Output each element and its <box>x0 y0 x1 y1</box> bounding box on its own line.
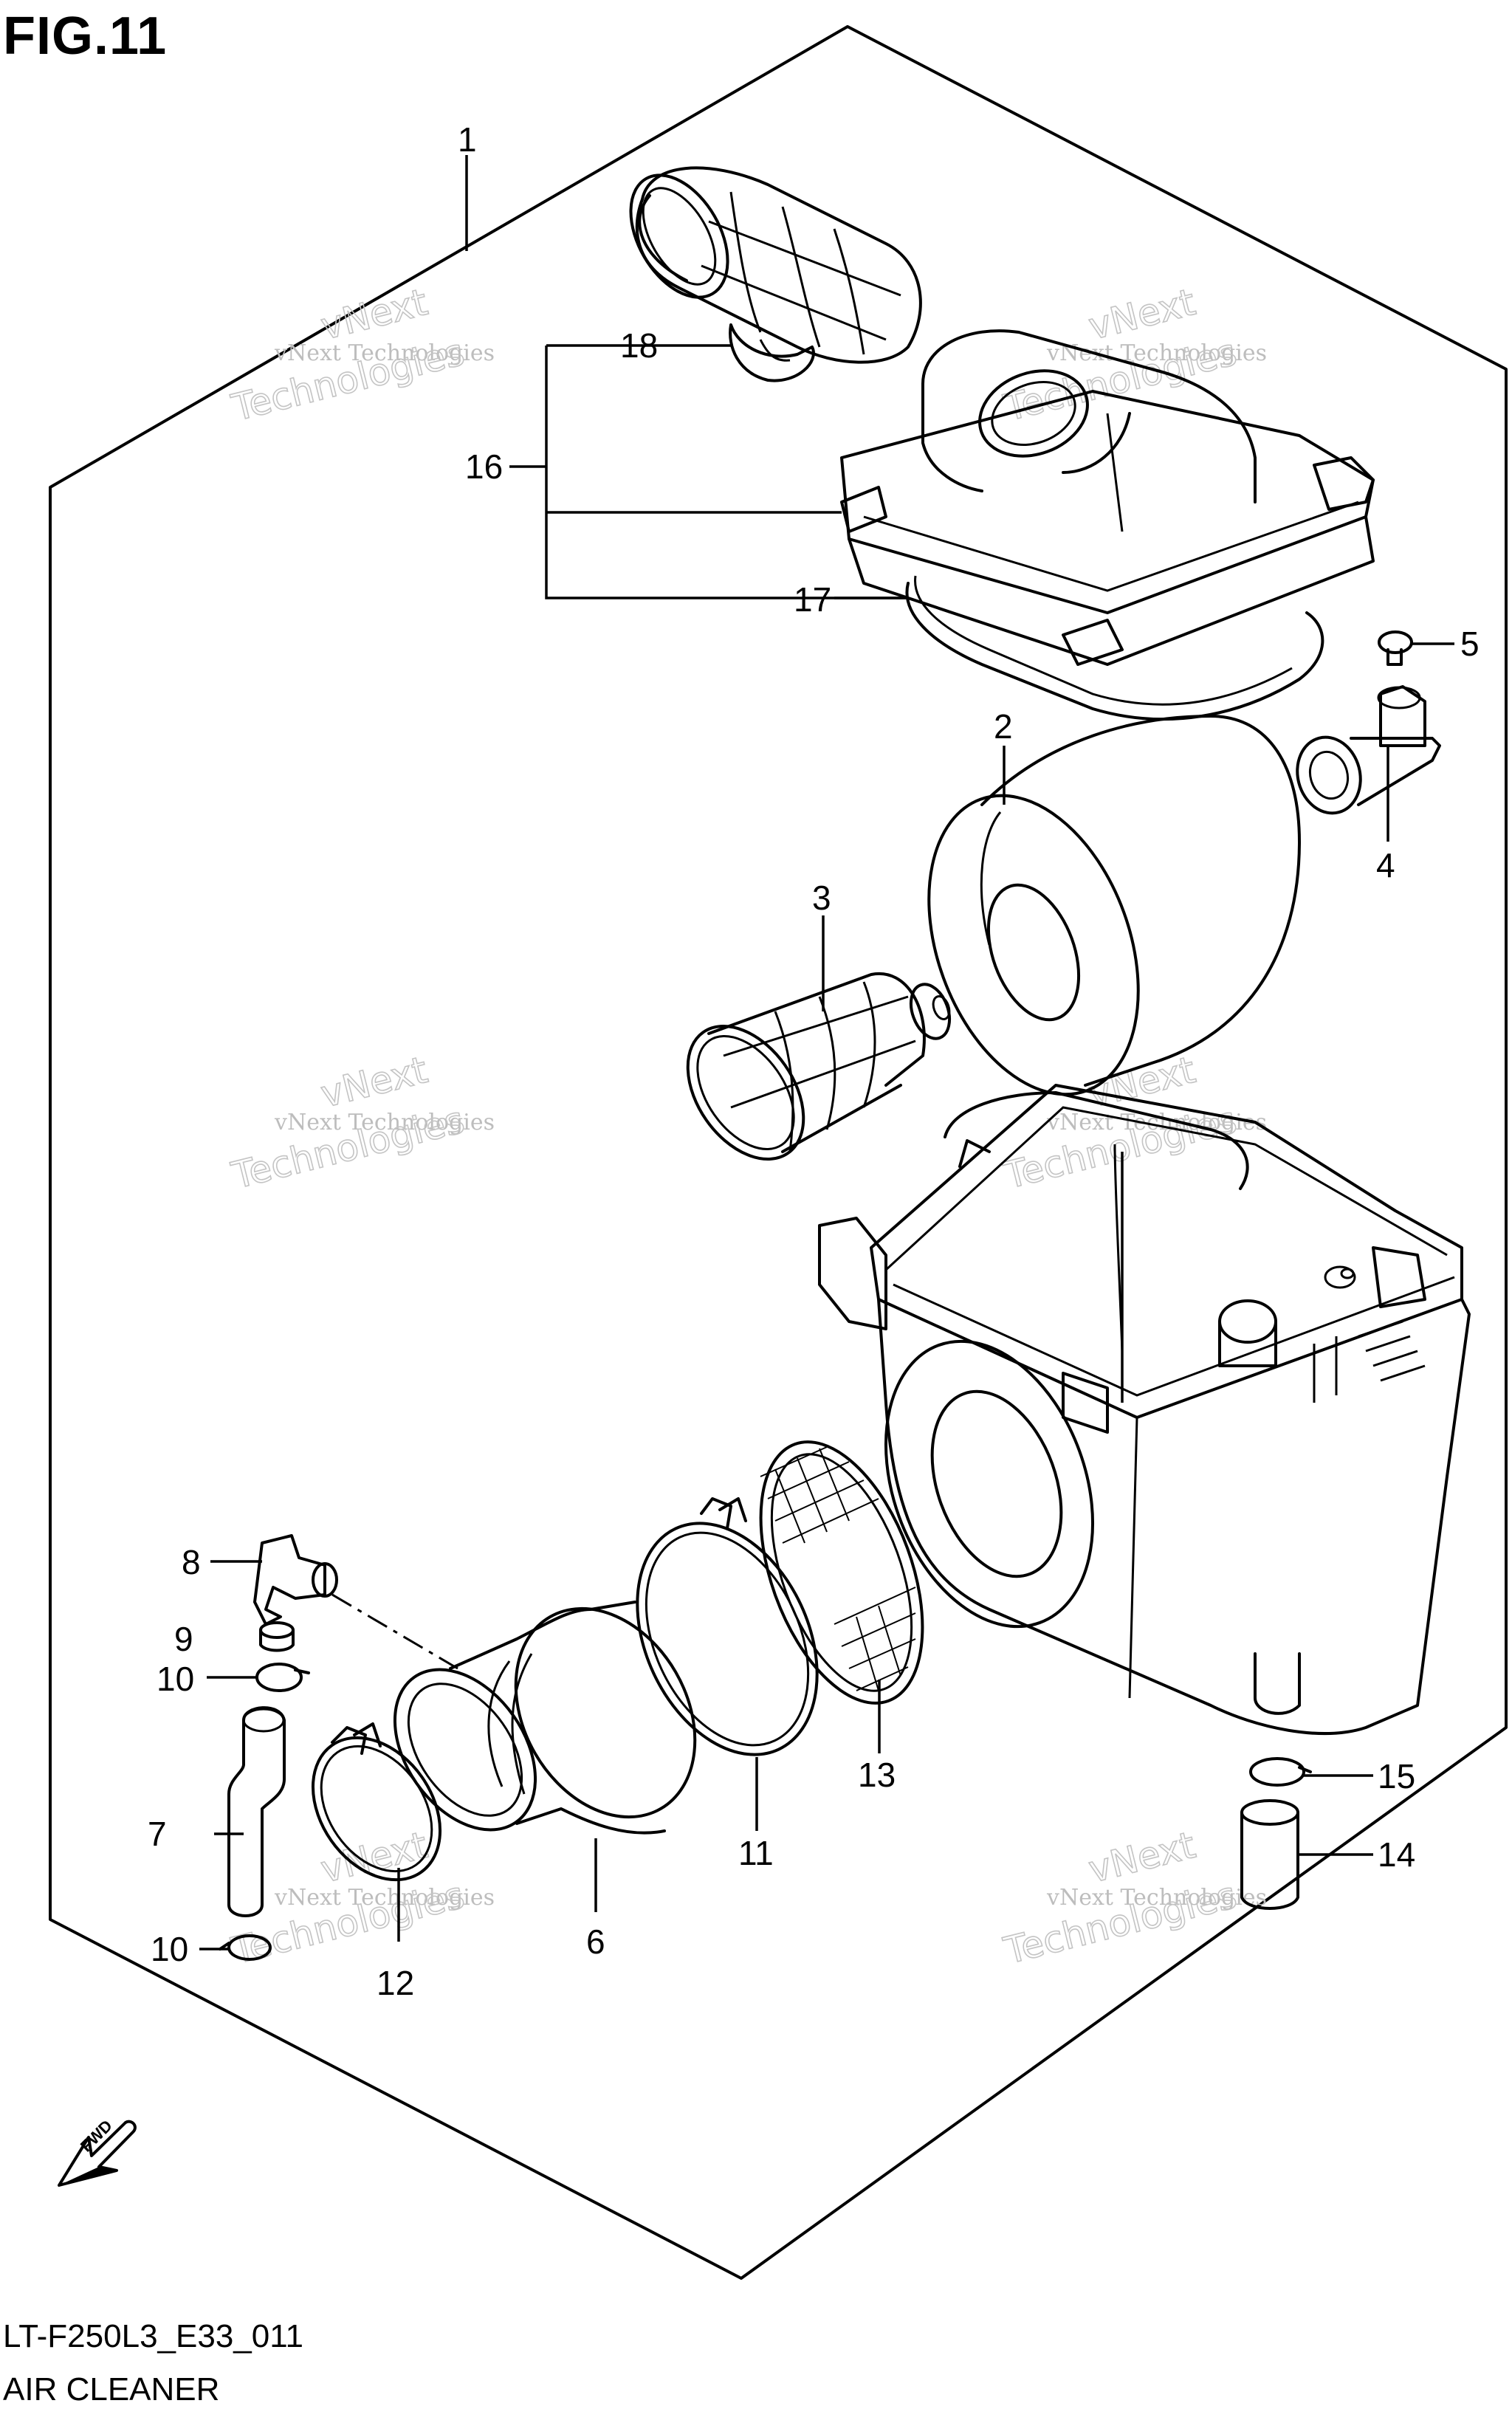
part-6-intake-boot <box>393 1601 697 1835</box>
watermark-text: vNext <box>1085 281 1200 348</box>
part-12-hose-clamp <box>311 1722 442 1882</box>
part-5-screw <box>1378 630 1413 666</box>
callout-15: 15 <box>1378 1757 1415 1795</box>
part-8-elbow <box>253 1534 338 1626</box>
part-3-filter-cage <box>686 972 952 1161</box>
part-18-intake-duct <box>629 166 922 382</box>
callout-14: 14 <box>1378 1835 1415 1874</box>
watermark-text: vNext <box>317 1048 432 1116</box>
part-10-clip-upper <box>255 1663 310 1692</box>
part-9-cap <box>259 1621 295 1652</box>
watermark-text: vNext <box>1085 1824 1200 1891</box>
callout-6: 6 <box>586 1922 605 1961</box>
figure-title: FIG.11 <box>3 7 168 66</box>
watermark-text: vNext Technologies <box>274 1110 495 1135</box>
watermark-text: vNext <box>317 1824 432 1891</box>
callout-7: 7 <box>148 1815 167 1853</box>
callout-11: 11 <box>738 1834 774 1872</box>
callout-10-lower: 10 <box>151 1930 188 1968</box>
watermark-group: vNext Technologies vNext Technologies vN… <box>227 280 1267 1973</box>
watermark-text: vNext Technologies <box>1046 340 1267 366</box>
callout-1: 1 <box>458 120 477 159</box>
assembly-boundary <box>49 25 1508 2280</box>
callout-5: 5 <box>1460 625 1480 663</box>
callout-8: 8 <box>182 1543 201 1581</box>
leader-lines <box>199 155 1454 1951</box>
watermark-text: vNext <box>317 281 432 348</box>
watermark-text: vNext Technologies <box>274 340 495 366</box>
watermark-text: vNext Technologies <box>1046 1110 1267 1135</box>
forward-direction-arrow: FWD <box>58 2116 137 2187</box>
part-4-clip <box>1296 685 1441 815</box>
part-7-hose <box>227 1706 286 1917</box>
part-13-mesh-screen <box>759 1440 924 1705</box>
callout-16: 16 <box>465 447 503 486</box>
mesh-hatch <box>760 1446 916 1691</box>
alignment-line <box>331 1593 458 1670</box>
callout-2: 2 <box>994 707 1013 746</box>
drawing-code: LT-F250L3_E33_011 <box>3 2318 303 2354</box>
callout-12: 12 <box>377 1964 414 2002</box>
callout-18: 18 <box>620 326 658 365</box>
drawing-name: AIR CLEANER <box>3 2371 220 2407</box>
part-1-cleaner-case <box>818 1084 1471 1736</box>
callout-labels: 1 18 16 17 5 4 2 3 8 9 10 7 10 12 6 11 1… <box>148 120 1480 2002</box>
callout-3: 3 <box>812 879 831 917</box>
callout-10-upper: 10 <box>157 1660 194 1698</box>
callout-17: 17 <box>794 580 831 619</box>
part-2-filter-element <box>927 715 1301 1096</box>
callout-13: 13 <box>858 1756 896 1794</box>
part-11-clamp <box>636 1497 819 1756</box>
part-16-cleaner-cap <box>840 329 1375 666</box>
part-17-cap-seal <box>905 575 1324 721</box>
watermark-text: vNext Technologies <box>274 1885 495 1911</box>
watermark-text: vNext Technologies <box>1046 1885 1267 1911</box>
part-15-clip <box>1249 1757 1312 1787</box>
part-14-tube <box>1240 1799 1299 1910</box>
callout-9: 9 <box>174 1620 193 1658</box>
callout-4: 4 <box>1376 846 1395 884</box>
